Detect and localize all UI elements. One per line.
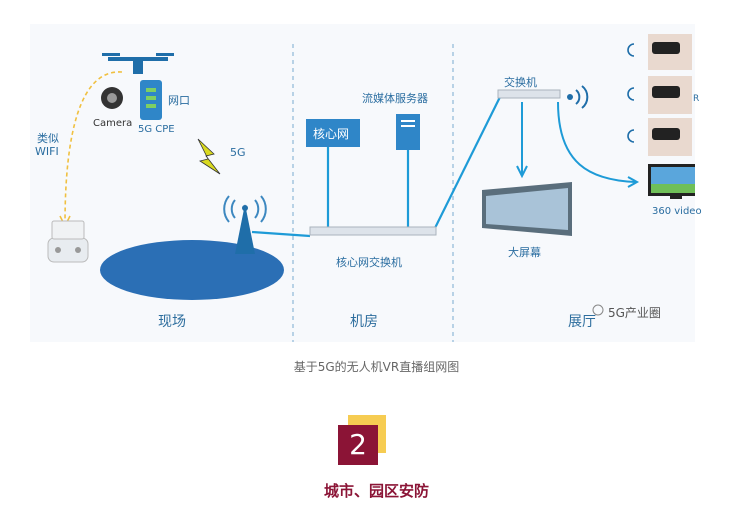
figure-caption: 基于5G的无人机VR直播组网图 — [0, 358, 753, 375]
section-number-badge: 2 — [338, 425, 378, 465]
network-diagram: Camera 5G CPE 网口 类似 WIFI 5G 核心网 流媒体服务器 核… — [30, 24, 695, 342]
section-number: 2 — [338, 425, 378, 465]
zone-label-site: 现场 — [158, 311, 186, 331]
tv-360-icon — [648, 164, 695, 199]
fiveg-label: 5G — [230, 146, 246, 159]
remote-controller-icon — [48, 221, 88, 262]
wifi-label-line2: WIFI — [35, 145, 59, 158]
video-360-label: 360 video — [652, 206, 702, 217]
port-label: 网口 — [168, 92, 190, 108]
core-network-label: 核心网 — [313, 125, 349, 142]
hall-switch-icon — [498, 90, 560, 98]
diagram-canvas — [30, 24, 695, 342]
cpe-label: 5G CPE — [138, 124, 175, 135]
big-screen-icon — [482, 182, 572, 236]
media-server-label: 流媒体服务器 — [362, 90, 428, 106]
zone-label-machine-room: 机房 — [350, 311, 378, 331]
core-switch-label: 核心网交换机 — [336, 254, 402, 270]
core-switch-icon — [310, 227, 436, 235]
diagram-background — [30, 24, 695, 342]
switch-label: 交换机 — [504, 74, 537, 90]
vr-r-label: R — [693, 94, 699, 104]
watermark-text: 5G产业圈 — [608, 304, 661, 321]
wifi-label-line1: 类似 — [37, 130, 59, 146]
ground-ellipse — [100, 240, 284, 300]
camera-label: Camera — [93, 118, 132, 129]
section-title: 城市、园区安防 — [0, 480, 753, 501]
big-screen-label: 大屏幕 — [508, 244, 541, 260]
zone-label-exhibition: 展厅 — [568, 311, 596, 331]
media-server-icon — [396, 114, 420, 150]
